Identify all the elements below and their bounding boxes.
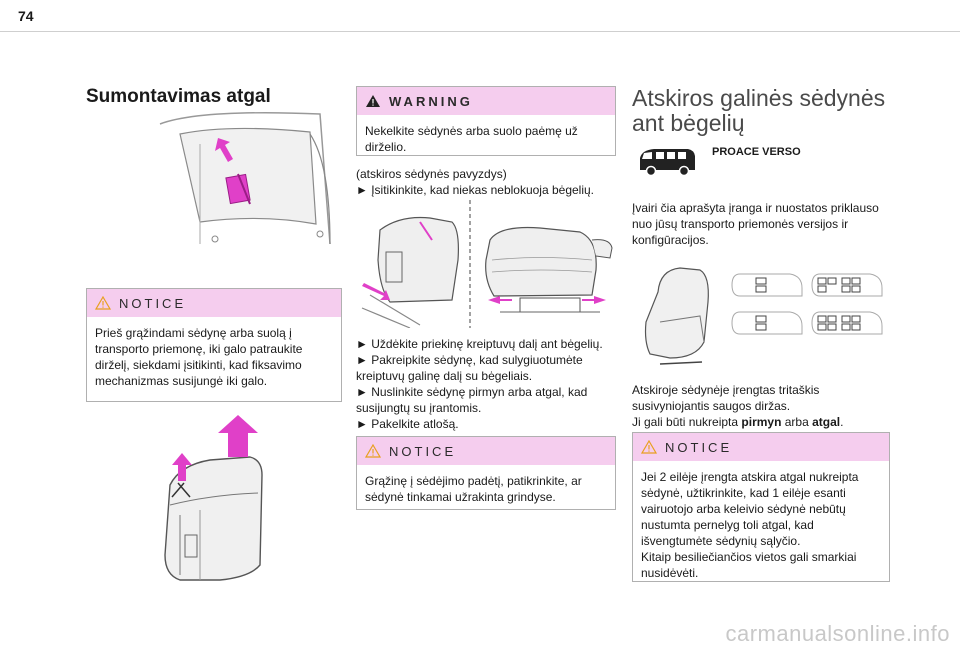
slide-back-arrow-icon	[488, 296, 512, 304]
seat-plan-icon	[811, 311, 883, 335]
warning-title: WARNING	[389, 93, 473, 109]
seatbelt-line: Ji gali būti nukreipta pirmyn arba atgal…	[632, 414, 890, 430]
notice-box-lock: NOTICE Grąžinę į sėdėjimo padėtį, patikr…	[356, 436, 616, 510]
seatbelt-line: susivyniojantis saugos diržas.	[632, 399, 791, 413]
seat-lift-figure	[164, 415, 263, 581]
lift-up-small-arrow-icon	[172, 453, 192, 481]
notice-box-header: NOTICE	[87, 289, 341, 317]
text-run: arba	[781, 415, 813, 429]
notice-text: Grąžinę į sėdėjimo padėtį, patikrinkite,…	[365, 474, 582, 504]
watermark: carmanualsonline.info	[725, 621, 950, 646]
seatbelt-line: Atskiroje sėdynėje įrengtas tritaškis	[632, 383, 820, 397]
notice-triangle-icon	[95, 296, 111, 310]
text-run: Ji gali būti nukreipta	[632, 415, 742, 429]
heading-line: ant bėgelių	[632, 110, 745, 136]
direction-forward: pirmyn	[741, 415, 782, 429]
seat-on-rails-figure	[361, 200, 613, 328]
notice-title: NOTICE	[119, 295, 187, 311]
slide-forward-arrow-icon	[582, 296, 606, 304]
step-line: ► Nuslinkite sėdynę pirmyn arba atgal, k…	[356, 385, 588, 399]
notice-title: NOTICE	[665, 439, 733, 455]
seat-plan-icon	[811, 273, 883, 297]
notice-title: NOTICE	[389, 443, 457, 459]
step-line: ► Uždėkite priekinę kreiptuvų dalį ant b…	[356, 337, 603, 351]
notice-box-strap: NOTICE Prieš grąžindami sėdynę arba suol…	[86, 288, 342, 402]
step-line: ► Pakreipkite sėdynę, kad sulygiuotumėte	[356, 353, 583, 367]
seat-anchor-figure	[159, 112, 331, 245]
seatbelt-paragraph: Atskiroje sėdynėje įrengtas tritaškis su…	[632, 382, 890, 430]
pull-up-arrow-icon	[215, 138, 233, 162]
warning-text: Nekelkite sėdynės arba suolo paėmę už di…	[365, 124, 578, 154]
warning-triangle-icon	[366, 95, 380, 107]
van-icon	[640, 149, 695, 177]
lift-up-large-arrow-icon	[218, 415, 258, 457]
notice-text: Jei 2 eilėje įrengta atskira atgal nukre…	[641, 470, 859, 580]
warning-box: WARNING Nekelkite sėdynės arba suolo paė…	[356, 86, 616, 156]
seat-layout-figure	[644, 267, 883, 365]
section-heading-rails: Atskiros galinės sėdynės ant bėgelių	[632, 86, 885, 136]
config-intro-paragraph: Įvairi čia aprašyta įranga ir nuostatos …	[632, 201, 879, 247]
intro-line: (atskiros sėdynės pavyzdys)	[356, 167, 507, 181]
notice-triangle-icon	[641, 440, 657, 454]
step-line: kreiptuvų galinę dalį su bėgeliais.	[356, 369, 533, 383]
model-brand-label: PROACE VERSO	[712, 146, 801, 158]
notice-box-contact: NOTICE Jei 2 eilėje įrengta atskira atga…	[632, 432, 890, 582]
notice-text: Prieš grąžindami sėdynę arba suolą į tra…	[95, 326, 303, 388]
section-heading-reinstall: Sumontavimas atgal	[86, 86, 271, 107]
notice-triangle-icon	[365, 444, 381, 458]
intro-line: ► Įsitikinkite, kad niekas neblokuoja bė…	[356, 183, 595, 197]
page-number: 74	[18, 8, 34, 24]
step-line: susijungtų su įrantomis.	[356, 401, 482, 415]
intro-paragraph: (atskiros sėdynės pavyzdys) ► Įsitikinki…	[356, 166, 616, 198]
step-line: ► Pakelkite atlošą.	[356, 417, 459, 431]
steps-paragraph: ► Uždėkite priekinę kreiptuvų dalį ant b…	[356, 336, 616, 432]
header-divider	[0, 31, 960, 32]
rail-forward-arrow-icon	[362, 283, 390, 300]
warning-box-header: WARNING	[357, 87, 615, 115]
seat-plan-icon	[731, 311, 803, 335]
seat-plan-icon	[731, 273, 803, 297]
direction-backward: atgal	[812, 415, 841, 429]
notice-box-header: NOTICE	[633, 433, 889, 461]
heading-line: Atskiros galinės sėdynės	[632, 85, 886, 111]
notice-box-header: NOTICE	[357, 437, 615, 465]
text-run: .	[840, 415, 844, 429]
